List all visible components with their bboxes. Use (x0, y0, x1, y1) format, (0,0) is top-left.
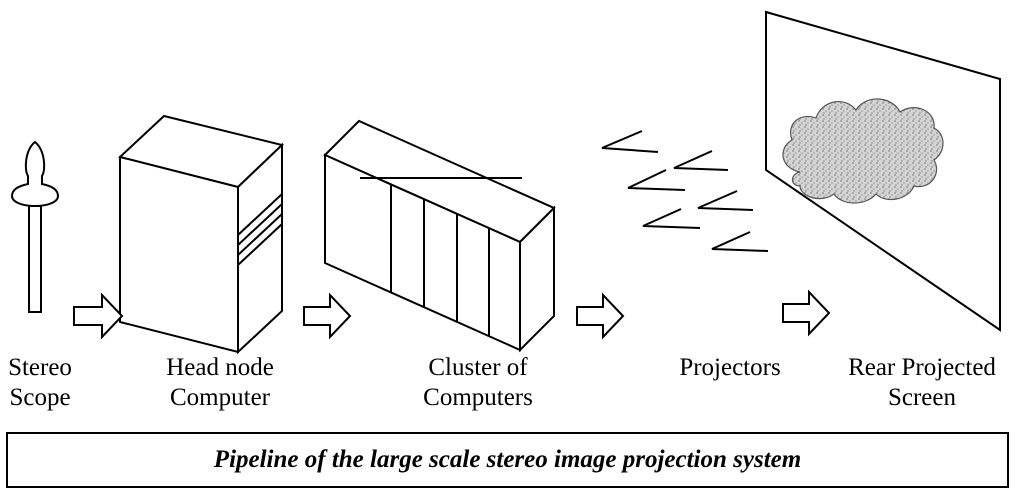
flow-arrow-icon (782, 289, 831, 337)
stage-label-cluster: Cluster of Computers (398, 353, 558, 413)
stage-label-line1: Head node (166, 354, 274, 381)
stage-label-stereo-scope: Stereo Scope (0, 353, 80, 413)
stage-label-line2: Computer (170, 384, 270, 411)
stereo-scope-icon (10, 140, 60, 313)
flow-arrow-icon (576, 292, 625, 340)
stage-label-line1: Projectors (679, 354, 781, 381)
stage-label-line2: Screen (887, 384, 957, 411)
projectors-icon (601, 130, 769, 252)
stage-label-projectors: Projectors (655, 353, 805, 383)
computer-cluster-icon (323, 119, 556, 353)
rear-projection-screen-icon (765, 10, 1001, 332)
stage-label-rear-screen: Rear Projected Screen (828, 353, 1016, 413)
figure-caption: Pipeline of the large scale stereo image… (213, 446, 802, 473)
flow-arrow-icon (73, 292, 124, 340)
stage-label-line2: Scope (9, 384, 71, 411)
stage-label-line1: Stereo (8, 354, 72, 381)
stage-label-line1: Rear Projected (848, 354, 996, 381)
stage-label-line1: Cluster of (428, 354, 528, 381)
stage-label-line2: Computers (423, 384, 533, 411)
caption-box: Pipeline of the large scale stereo image… (6, 432, 1009, 488)
head-node-computer-icon (117, 114, 285, 355)
cloud-image-icon (782, 98, 944, 204)
flow-arrow-icon (303, 292, 352, 340)
stage-label-head-node: Head node Computer (140, 353, 300, 413)
